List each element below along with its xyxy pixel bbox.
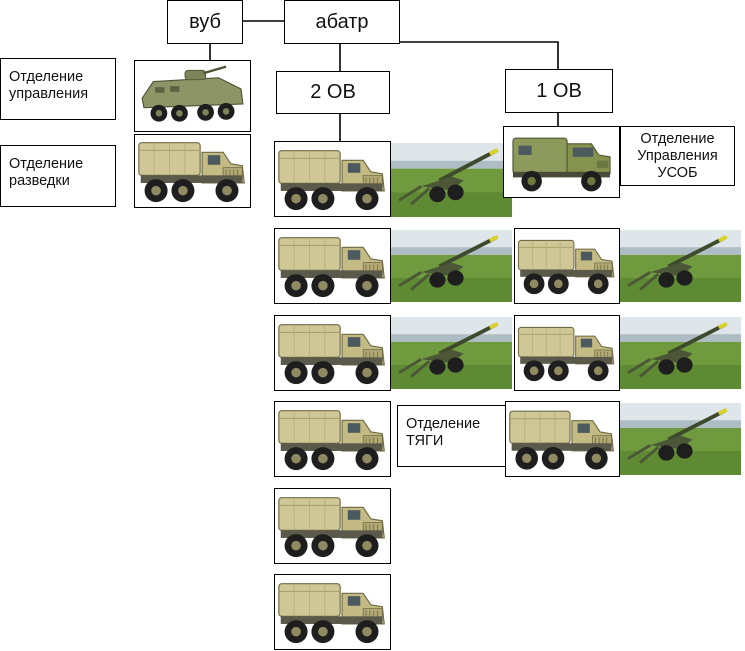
label-usob-section: Отделение Управления УСОБ	[620, 126, 735, 186]
howitzer-icon	[620, 403, 741, 475]
howitzer-icon	[620, 230, 741, 302]
node-2-ov-label: 2 ОВ	[310, 81, 356, 103]
howitzer-icon	[391, 230, 512, 302]
label-recon-section: Отделение разведки	[0, 145, 116, 207]
truck-icon	[274, 141, 391, 217]
node-abatr-label: абатр	[315, 10, 369, 33]
label-traction-section: Отделение ТЯГИ	[397, 405, 513, 467]
node-2-ov: 2 ОВ	[276, 71, 390, 114]
truck-icon	[274, 401, 391, 477]
howitzer-icon	[620, 317, 741, 389]
truck-icon	[274, 488, 391, 564]
node-1-ov: 1 ОВ	[505, 69, 613, 113]
truck-icon	[274, 228, 391, 304]
label-usob-section-text: Отделение Управления УСОБ	[637, 130, 718, 181]
truck-icon	[505, 401, 620, 477]
label-traction-section-text: Отделение ТЯГИ	[406, 416, 481, 449]
van-icon	[503, 126, 620, 198]
node-vub-label: вуб	[189, 10, 221, 33]
truck-icon	[134, 134, 251, 208]
connector-abatr-ov1	[400, 41, 559, 70]
howitzer-icon	[391, 143, 512, 217]
label-control-section-text: Отделение управления	[9, 69, 89, 102]
apc-icon	[134, 60, 251, 132]
truck-icon	[514, 315, 620, 391]
label-control-section: Отделение управления	[0, 58, 116, 120]
howitzer-icon	[391, 317, 512, 389]
node-1-ov-label: 1 ОВ	[536, 79, 582, 102]
node-abatr: абатр	[284, 0, 400, 44]
truck-icon	[274, 315, 391, 391]
label-recon-section-text: Отделение разведки	[9, 156, 84, 189]
truck-icon	[274, 574, 391, 650]
truck-icon	[514, 228, 620, 304]
node-vub: вуб	[167, 0, 243, 44]
